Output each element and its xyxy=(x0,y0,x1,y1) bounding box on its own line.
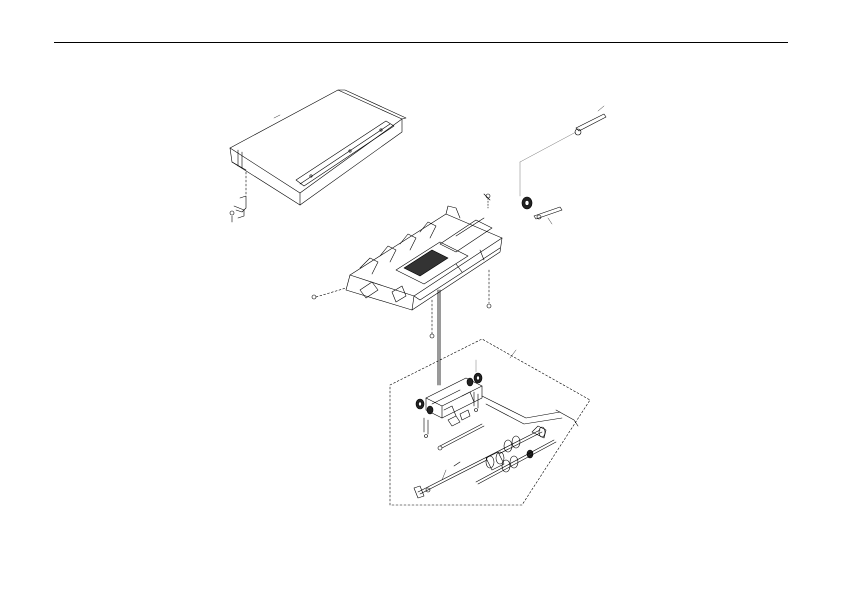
drive-shaft xyxy=(414,430,542,498)
pickup-roller xyxy=(502,456,518,472)
roller xyxy=(416,399,424,409)
hinge-bracket xyxy=(230,172,246,222)
main-frame xyxy=(346,206,502,310)
link-lever xyxy=(534,207,562,224)
pickup-housing xyxy=(426,378,482,418)
roller xyxy=(467,378,473,386)
roller xyxy=(474,373,482,383)
shaft xyxy=(438,424,484,450)
leader-line xyxy=(520,132,576,162)
roller-axle xyxy=(476,426,556,484)
top-cover xyxy=(230,90,406,205)
small-clip xyxy=(448,410,470,426)
header-rule xyxy=(54,42,788,43)
pickup-assembly-boundary xyxy=(390,339,590,505)
screw xyxy=(487,270,491,308)
pickup-roller xyxy=(486,452,504,470)
pickup-arm xyxy=(482,396,578,426)
spring-pin xyxy=(424,392,478,438)
hinge-arm xyxy=(575,106,606,135)
screw xyxy=(312,288,346,299)
e-ring xyxy=(442,462,460,480)
guide-rod xyxy=(430,290,440,385)
roller xyxy=(427,406,433,414)
screw xyxy=(484,194,490,208)
gear xyxy=(522,197,532,209)
pickup-roller xyxy=(504,436,520,452)
